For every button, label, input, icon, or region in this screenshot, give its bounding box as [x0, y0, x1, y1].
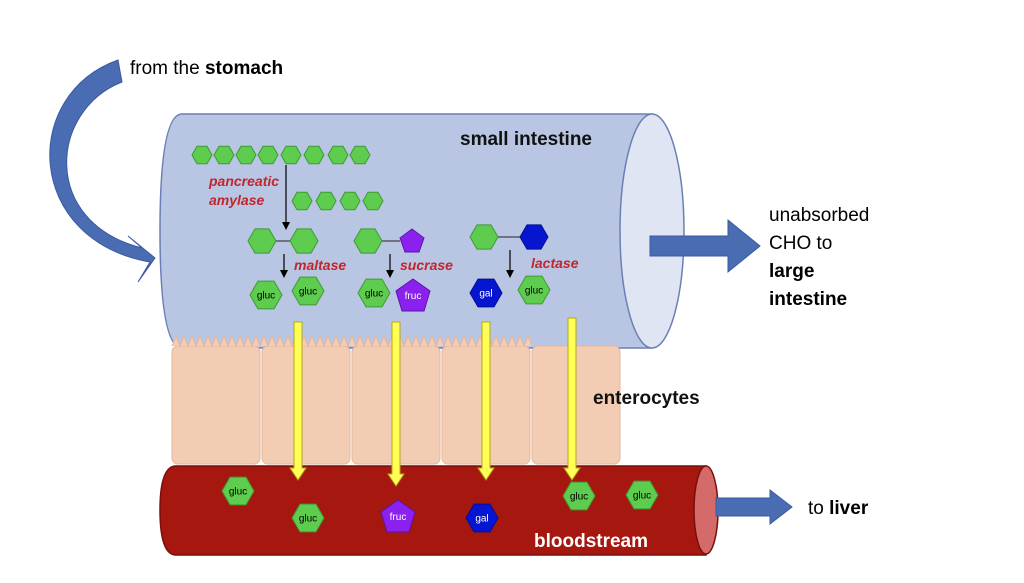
enterocyte-cell [171, 345, 261, 465]
bloodstream-opening [693, 465, 719, 555]
sucrose-molecule [353, 228, 425, 254]
blood-gluc: gluc [625, 480, 659, 510]
glucose-unit-hexagon [349, 145, 371, 165]
glucose-hexagon [289, 228, 319, 254]
enzyme-label-lactase: lactase [531, 255, 579, 271]
monosaccharide-gluc: gluc [291, 276, 325, 306]
molecule-label: fruc [405, 291, 422, 302]
unabsorbed-label-line1: unabsorbed [769, 205, 869, 226]
molecule-label: gluc [633, 491, 651, 502]
molecule-label: gluc [229, 487, 247, 498]
unabsorbed-label-line3: large [769, 261, 814, 282]
enzyme-label-maltase: maltase [294, 257, 346, 273]
molecule-label: gluc [299, 287, 317, 298]
monosaccharide-gal: gal [469, 278, 503, 308]
transport-arrow [477, 321, 495, 481]
curved-arrow-from-stomach [49, 59, 156, 283]
blood-gluc: gluc [221, 476, 255, 506]
blood-gal: gal [465, 503, 499, 533]
lactose-molecule [469, 224, 549, 250]
glucose-unit-hexagon [291, 191, 313, 211]
monosaccharide-gluc: gluc [249, 280, 283, 310]
molecule-label: gluc [257, 291, 275, 302]
enterocytes-label: enterocytes [593, 388, 700, 409]
blood-fruc: fruc [380, 499, 416, 533]
glucose-unit-hexagon [213, 145, 235, 165]
molecule-label: gluc [365, 289, 383, 300]
glucose-unit-hexagon [191, 145, 213, 165]
starch-chain [191, 145, 371, 165]
enterocyte-cell [261, 345, 351, 465]
glucose-unit-hexagon [339, 191, 361, 211]
monosaccharide-fruc: fruc [395, 278, 431, 312]
glucose-unit-hexagon [315, 191, 337, 211]
blood-gluc: gluc [562, 481, 596, 511]
glucose-hexagon [469, 224, 499, 250]
molecule-label: gluc [570, 492, 588, 503]
molecule-label: gluc [525, 286, 543, 297]
bloodstream-label: bloodstream [534, 531, 648, 552]
fructose-pentagon [399, 228, 425, 253]
molecule-label: gal [479, 289, 492, 300]
transport-arrow [289, 321, 307, 481]
monosaccharide-gluc: gluc [517, 275, 551, 305]
glucose-unit-hexagon [327, 145, 349, 165]
small-intestine-label: small intestine [460, 129, 592, 150]
unabsorbed-label-line2: CHO to [769, 233, 832, 254]
enzyme-label-pancreatic: pancreatic [208, 173, 279, 189]
enzyme-label-amylase: amylase [209, 192, 264, 208]
glucose-unit-hexagon [235, 145, 257, 165]
transport-arrow [387, 321, 405, 487]
glucose-hexagon [247, 228, 277, 254]
microvilli-border [171, 334, 533, 348]
galactose-hexagon [519, 224, 549, 250]
small-intestine-opening [619, 113, 685, 349]
molecule-label: gluc [299, 514, 317, 525]
glucose-hexagon [353, 228, 383, 254]
unabsorbed-label-line4: intestine [769, 289, 847, 310]
maltose-molecule [247, 228, 319, 254]
glucose-unit-hexagon [303, 145, 325, 165]
molecule-label: gal [475, 514, 488, 525]
arrow-to-liver [715, 488, 793, 526]
glucose-unit-hexagon [257, 145, 279, 165]
to-liver-label: to liver [808, 498, 869, 519]
from-stomach-label: from the stomach [130, 58, 283, 79]
monosaccharide-gluc: gluc [357, 278, 391, 308]
arrow-to-large-intestine [649, 218, 761, 274]
transport-arrow [563, 317, 581, 481]
molecule-label: fruc [390, 512, 407, 523]
glucose-unit-hexagon [280, 145, 302, 165]
blood-gluc: gluc [291, 503, 325, 533]
glucose-unit-hexagon [362, 191, 384, 211]
small-intestine-tube [159, 113, 685, 349]
transport-arrows [289, 317, 581, 487]
enzyme-label-sucrase: sucrase [400, 257, 453, 273]
oligosaccharide-chain [291, 191, 384, 211]
